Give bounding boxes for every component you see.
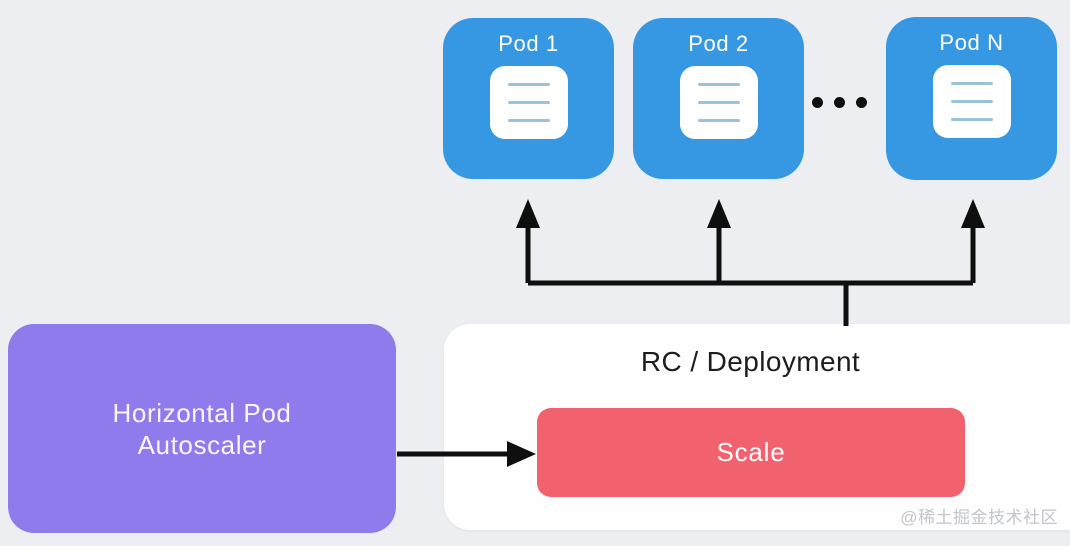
- ellipsis-icon: [812, 97, 867, 108]
- pod-1-label: Pod 1: [498, 31, 559, 56]
- pod-1-node: Pod 1: [443, 18, 614, 179]
- rc-deployment-title: RC / Deployment: [640, 346, 861, 377]
- rc-deployment-node: RC / Deployment Scale: [444, 324, 1070, 530]
- pod-n-node: Pod N: [886, 17, 1057, 180]
- scale-button-label: Scale: [716, 437, 786, 467]
- horizontal-pod-autoscaler-node: Horizontal Pod Autoscaler: [8, 324, 396, 533]
- document-lines-icon: [679, 66, 758, 139]
- pod-2-label: Pod 2: [688, 31, 749, 56]
- hpa-label-line2: Autoscaler: [137, 429, 267, 460]
- document-lines-icon: [932, 65, 1011, 138]
- document-lines-icon: [489, 66, 568, 139]
- pod-n-label: Pod N: [939, 30, 1004, 55]
- hpa-label-line1: Horizontal Pod: [112, 397, 292, 428]
- pod-2-node: Pod 2: [633, 18, 804, 179]
- watermark: @稀土掘金技术社区: [900, 508, 1058, 527]
- scale-button: Scale: [537, 408, 965, 497]
